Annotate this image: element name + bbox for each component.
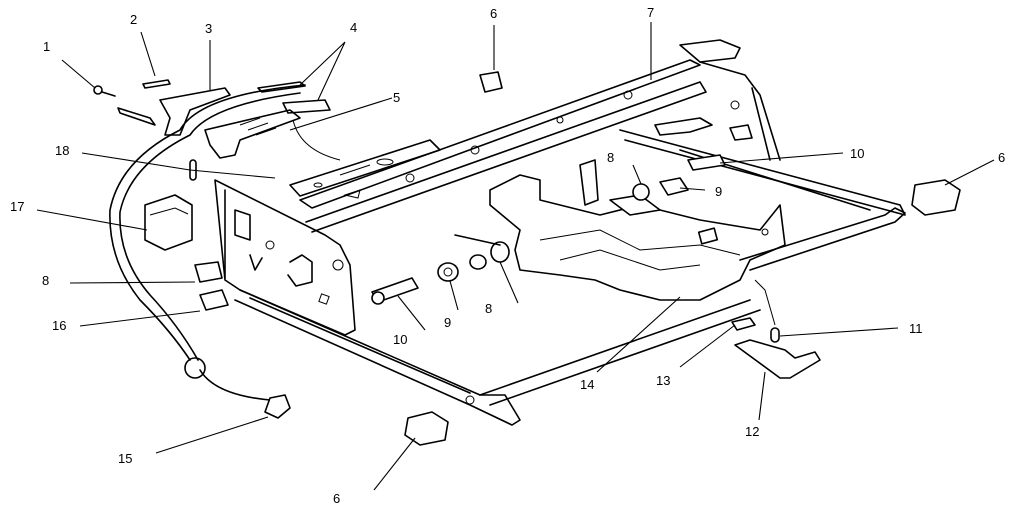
leader-4 — [299, 41, 346, 101]
callout-13: 13 — [656, 373, 670, 388]
callout-3: 3 — [205, 21, 212, 36]
leader-9-upper — [679, 187, 706, 191]
switch-unit — [144, 194, 193, 251]
slotted-cross-bar — [289, 139, 441, 199]
leader-8-center — [499, 261, 519, 304]
center-shaft-parts — [371, 234, 510, 305]
leader-lines — [36, 22, 995, 491]
callout-15: 15 — [118, 451, 132, 466]
leader-6-right — [944, 159, 995, 186]
front-rail — [234, 289, 761, 426]
callout-2: 2 — [130, 12, 137, 27]
callout-9-upper: 9 — [715, 184, 722, 199]
leader-1 — [61, 59, 96, 89]
center-mechanism — [489, 159, 786, 301]
leader-8-left — [69, 281, 196, 284]
callout-8-center: 8 — [485, 301, 492, 316]
cable-harness — [109, 84, 306, 419]
callout-6-right: 6 — [998, 150, 1005, 165]
leader-14 — [596, 296, 681, 373]
lower-right-parts — [731, 279, 821, 379]
callout-10-upper: 10 — [850, 146, 864, 161]
callout-6-top: 6 — [490, 6, 497, 21]
leader-8-upper — [632, 164, 642, 185]
callout-4: 4 — [350, 20, 357, 35]
rear-rail — [299, 39, 781, 233]
leader-5 — [289, 97, 393, 131]
callout-9-center: 9 — [444, 315, 451, 330]
left-side-plate — [214, 179, 356, 336]
callout-16: 16 — [52, 318, 66, 333]
foot-blocks — [404, 71, 961, 446]
leader-9-center — [449, 280, 459, 311]
leader-6-bottom — [373, 437, 416, 491]
callout-6-bottom: 6 — [333, 491, 340, 506]
callout-7: 7 — [647, 5, 654, 20]
leader-12 — [758, 371, 766, 421]
callout-8-upper: 8 — [607, 150, 614, 165]
leader-18 — [81, 152, 276, 179]
right-side-rail — [619, 117, 906, 271]
leader-10-upper — [719, 152, 844, 164]
leader-16 — [79, 310, 201, 327]
callout-5: 5 — [393, 90, 400, 105]
callout-17: 17 — [10, 199, 24, 214]
leader-10-center — [397, 295, 426, 331]
latch-assembly — [204, 109, 341, 161]
left-clips — [194, 261, 229, 311]
leader-15 — [155, 416, 269, 454]
leader-17 — [36, 209, 148, 231]
upper-right-shaft-parts — [632, 154, 726, 201]
callout-10-center: 10 — [393, 332, 407, 347]
callout-11: 11 — [909, 321, 923, 336]
leader-2 — [140, 31, 156, 77]
callout-14: 14 — [580, 377, 594, 392]
callout-18: 18 — [55, 143, 69, 158]
callout-8-left: 8 — [42, 273, 49, 288]
callout-1: 1 — [43, 39, 50, 54]
callout-labels: 1 2 3 4 5 6 6 6 7 8 8 8 9 9 10 10 11 12 … — [10, 5, 1005, 506]
leader-11 — [779, 327, 899, 337]
leader-13 — [679, 324, 736, 368]
callout-12: 12 — [745, 424, 759, 439]
